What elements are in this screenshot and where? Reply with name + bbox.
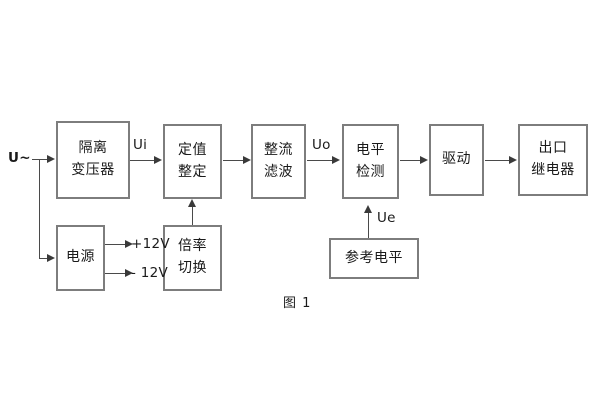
label-ue: Ue — [377, 210, 396, 226]
block-drive-line-1: 驱动 — [442, 151, 471, 168]
connector-transformer-to-setpoint — [130, 160, 156, 161]
arrow-transformer-to-setpoint-head — [154, 156, 162, 164]
arrow-drive-to-outputrelay-head — [509, 156, 517, 164]
arrow-reference-to-leveldetect-head — [364, 205, 372, 213]
label-ui: Ui — [133, 137, 148, 153]
connector-setpoint-to-rectify — [223, 160, 245, 161]
block-reference-level-line-1: 参考电平 — [345, 249, 403, 266]
arrow-power-positive-head — [125, 240, 133, 248]
connector-drive-to-outputrelay — [485, 160, 511, 161]
block-isolation-transformer-line-1: 隔离 — [78, 140, 108, 157]
arrow-power-negative-head — [125, 269, 133, 277]
block-rectify-filter[interactable]: 整流 滤波 — [251, 124, 306, 199]
block-isolation-transformer-line-2: 变压器 — [71, 162, 115, 178]
arrow-source-to-transformer-head — [47, 155, 55, 163]
block-level-detect-line-1: 电平 — [356, 141, 385, 158]
label-supply-negative: - 12V — [131, 265, 169, 281]
block-power-supply-line-1: 电源 — [66, 249, 95, 266]
connector-rectify-to-leveldetect — [307, 160, 334, 161]
arrow-setpoint-to-rectify-head — [243, 156, 251, 164]
block-setpoint-adjust-line-1: 定值 — [178, 141, 207, 158]
arrow-source-to-power-head — [47, 254, 55, 262]
block-rectify-filter-line-2: 滤波 — [264, 163, 293, 180]
block-power-supply[interactable]: 电源 — [56, 225, 105, 291]
block-level-detect[interactable]: 电平 检测 — [342, 124, 399, 199]
block-drive[interactable]: 驱动 — [429, 124, 484, 196]
label-supply-positive: +12V — [131, 236, 170, 252]
arrow-rectify-to-leveldetect-head — [332, 156, 340, 164]
connector-source-stub — [32, 159, 40, 160]
block-multiplier-switch-line-1: 倍率 — [178, 238, 207, 255]
arrow-multiplier-to-setpoint-head — [188, 199, 196, 207]
connector-source-to-power — [39, 258, 50, 259]
block-multiplier-switch-line-2: 切换 — [178, 260, 207, 276]
connector-source-bus — [39, 159, 40, 258]
block-level-detect-line-2: 检测 — [356, 163, 385, 180]
connector-leveldetect-to-drive — [400, 160, 422, 161]
block-rectify-filter-line-1: 整流 — [264, 141, 293, 158]
connector-multiplier-to-setpoint — [192, 206, 193, 225]
label-uo: Uo — [312, 137, 331, 153]
block-output-relay-line-1: 出口 — [538, 140, 568, 157]
block-setpoint-adjust-line-2: 整定 — [178, 163, 207, 180]
block-output-relay-line-2: 继电器 — [531, 162, 575, 178]
figure-caption: 图 1 — [283, 296, 312, 311]
block-multiplier-switch[interactable]: 倍率 切换 — [163, 225, 222, 291]
block-setpoint-adjust[interactable]: 定值 整定 — [163, 124, 222, 199]
label-input-source: U~ — [8, 150, 31, 166]
connector-power-negative-rail — [105, 273, 127, 274]
block-output-relay[interactable]: 出口 继电器 — [518, 124, 588, 196]
block-isolation-transformer[interactable]: 隔离 变压器 — [56, 121, 130, 199]
connector-power-positive-rail — [105, 244, 127, 245]
connector-source-to-transformer — [39, 159, 50, 160]
arrow-leveldetect-to-drive-head — [420, 156, 428, 164]
connector-reference-to-leveldetect — [368, 212, 369, 238]
block-reference-level[interactable]: 参考电平 — [329, 238, 419, 279]
